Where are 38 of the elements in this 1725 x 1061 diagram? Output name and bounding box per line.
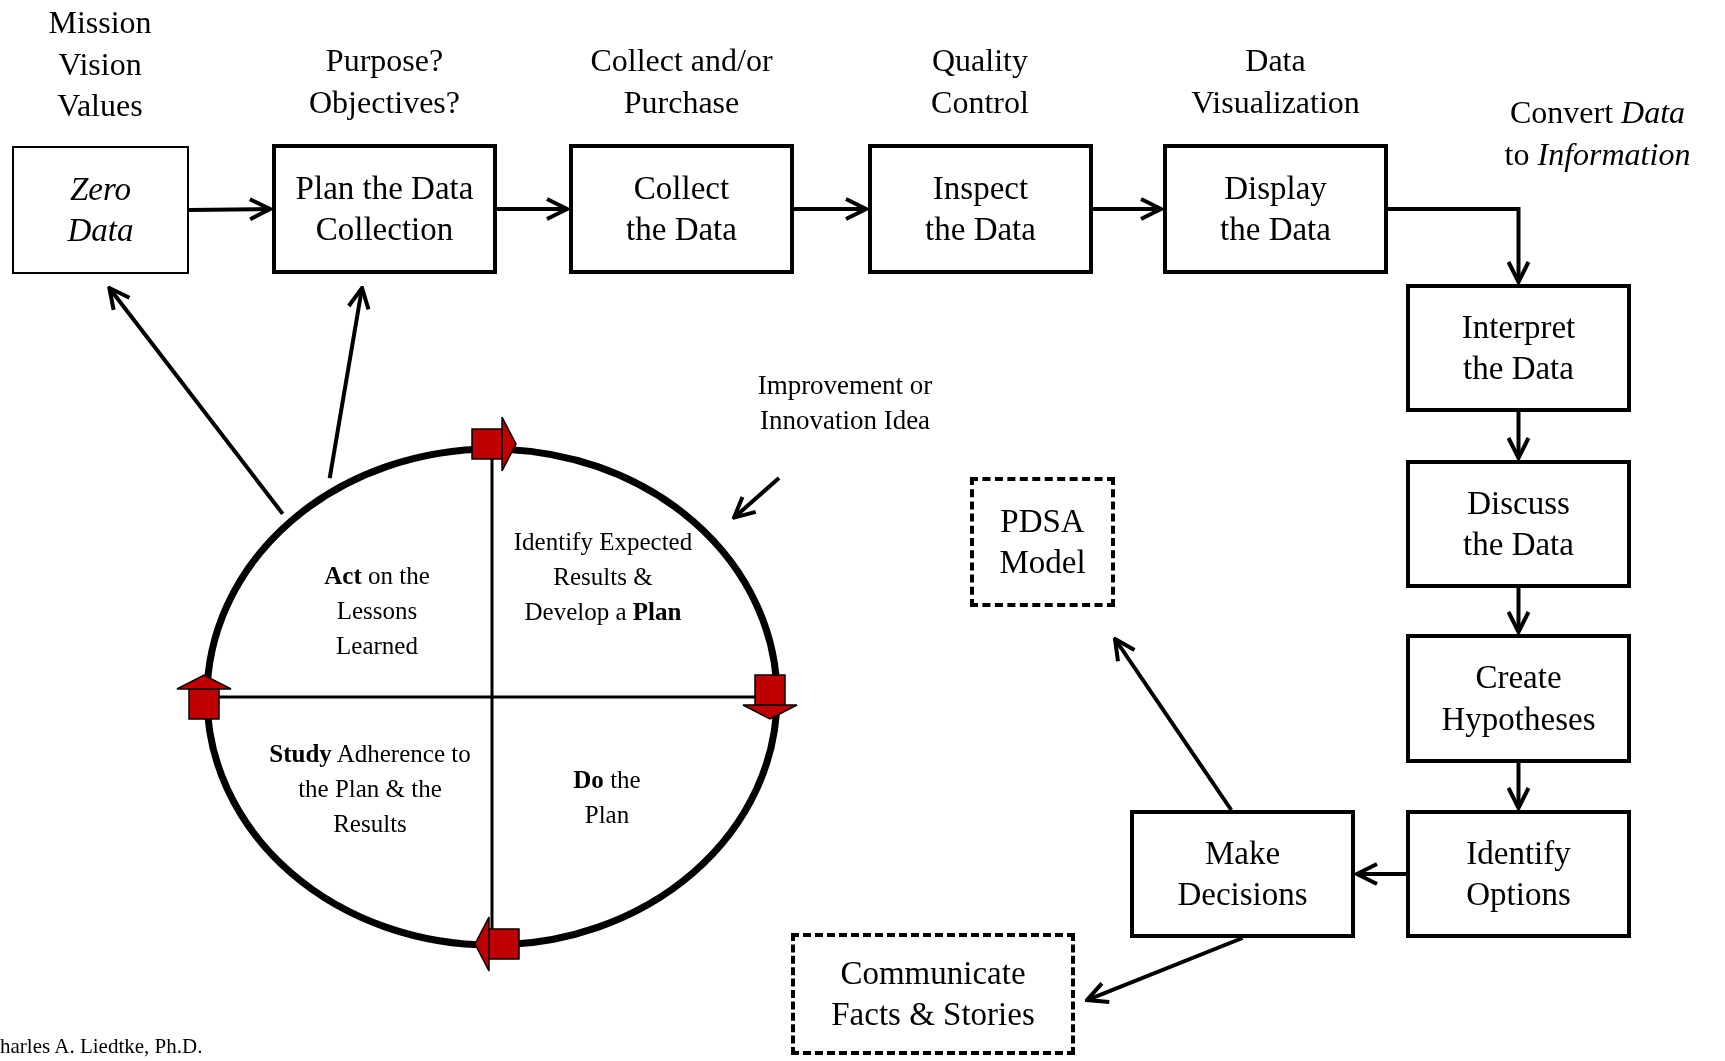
step-heading: Convert Data to Information <box>1503 93 1692 174</box>
process-box: Create Hypotheses <box>1406 634 1631 763</box>
arrow <box>188 197 272 222</box>
process-box: Make Decisions <box>1130 810 1355 938</box>
step-heading: Data Visualization <box>1190 41 1361 122</box>
arrow <box>1085 936 1244 1004</box>
process-box: Identify Options <box>1406 810 1631 938</box>
quadrant-text: Act on the Lessons Learned <box>323 561 431 661</box>
quadrant-text: Do the Plan <box>572 765 642 830</box>
arrow <box>794 197 868 221</box>
dashed-box: PDSA Model <box>970 477 1115 607</box>
process-box: Inspect the Data <box>868 144 1093 274</box>
dashed-box: Communicate Facts & Stories <box>791 933 1075 1055</box>
arrow <box>497 197 569 221</box>
step-heading: Collect and/or Purchase <box>589 41 774 122</box>
arrow <box>1113 637 1233 812</box>
arrow <box>1388 207 1531 284</box>
arrow <box>327 286 371 479</box>
process-box: Collect the Data <box>569 144 794 274</box>
step-heading: Purpose? Objectives? <box>307 41 461 122</box>
process-box: Interpret the Data <box>1406 284 1631 412</box>
process-box: Plan the Data Collection <box>272 144 497 274</box>
arrow <box>107 286 285 516</box>
arrow <box>1506 412 1531 460</box>
process-box: Zero Data <box>12 146 189 274</box>
quadrant-text: Study Adherence to the Plan & the Results <box>268 739 472 839</box>
arrow <box>1506 763 1531 810</box>
arrow <box>1355 862 1406 886</box>
credit-text: harles A. Liedtke, Ph.D. <box>0 1034 203 1059</box>
process-box: Display the Data <box>1163 144 1388 274</box>
process-box: Discuss the Data <box>1406 460 1631 588</box>
step-heading: Quality Control <box>930 41 1030 122</box>
arrow <box>1506 588 1531 634</box>
step-heading: Mission Vision Values <box>47 3 153 126</box>
note-text: Improvement or Innovation Idea <box>756 369 934 438</box>
quadrant-text: Identify Expected Results & Develop a Plan <box>513 527 693 627</box>
arrow <box>1093 197 1163 221</box>
arrow <box>732 476 781 520</box>
